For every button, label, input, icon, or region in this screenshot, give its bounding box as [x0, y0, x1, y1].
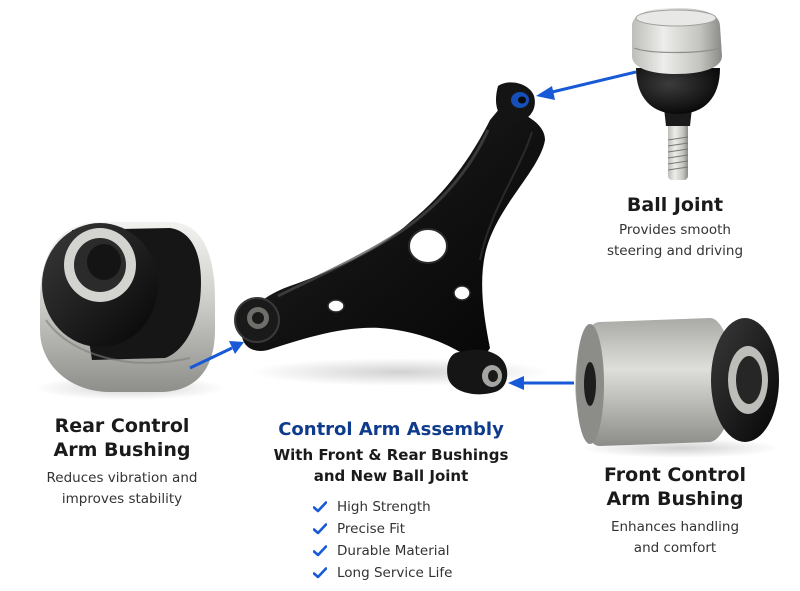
rear-bushing-arrow	[189, 341, 244, 370]
feature-label: High Strength	[337, 499, 431, 515]
rear-bushing-image	[35, 222, 225, 400]
ball-joint-desc-line-2: steering and driving	[606, 243, 744, 259]
checkmark-icon	[313, 567, 327, 579]
feature-list: High Strength Precise Fit Durable Materi…	[313, 496, 452, 584]
feature-item: Precise Fit	[313, 518, 452, 540]
feature-label: Precise Fit	[337, 521, 406, 537]
ball-joint-arrow	[536, 70, 637, 100]
rear-bushing-title-line-1: Rear Control	[54, 415, 190, 437]
front-bushing-arrow	[508, 376, 574, 390]
front-bushing-desc-line-2: and comfort	[633, 540, 717, 556]
front-bushing-title-line-2: Arm Bushing	[606, 488, 744, 510]
assembly-subtitle-line-1: With Front & Rear Bushings	[273, 446, 509, 464]
rear-bushing-desc-line-2: improves stability	[61, 491, 183, 507]
ball-joint-desc-line-1: Provides smooth	[619, 222, 731, 238]
front-bushing-title-line-1: Front Control	[604, 464, 746, 486]
feature-label: Durable Material	[337, 543, 450, 559]
ball-joint-image	[632, 8, 722, 180]
feature-item: High Strength	[313, 496, 452, 518]
rear-bushing-title-line-2: Arm Bushing	[53, 439, 191, 461]
feature-label: Long Service Life	[337, 565, 453, 581]
front-bushing-callout: Front Control Arm Bushing Enhances handl…	[570, 463, 780, 559]
checkmark-icon	[313, 501, 327, 513]
rear-bushing-desc-line-1: Reduces vibration and	[46, 470, 198, 486]
feature-item: Durable Material	[313, 540, 452, 562]
front-bushing-desc-line-1: Enhances handling	[610, 519, 740, 535]
ball-joint-title: Ball Joint	[626, 194, 724, 216]
assembly-subtitle-line-2: and New Ball Joint	[313, 467, 469, 485]
checkmark-icon	[313, 523, 327, 535]
front-bushing-image	[575, 318, 780, 458]
checkmark-icon	[313, 545, 327, 557]
ball-joint-callout: Ball Joint Provides smooth steering and …	[590, 193, 760, 262]
assembly-callout: Control Arm Assembly With Front & Rear B…	[260, 418, 522, 487]
control-arm-image	[234, 82, 550, 395]
rear-bushing-callout: Rear Control Arm Bushing Reduces vibrati…	[22, 414, 222, 510]
feature-item: Long Service Life	[313, 562, 452, 584]
assembly-title: Control Arm Assembly	[278, 419, 504, 440]
